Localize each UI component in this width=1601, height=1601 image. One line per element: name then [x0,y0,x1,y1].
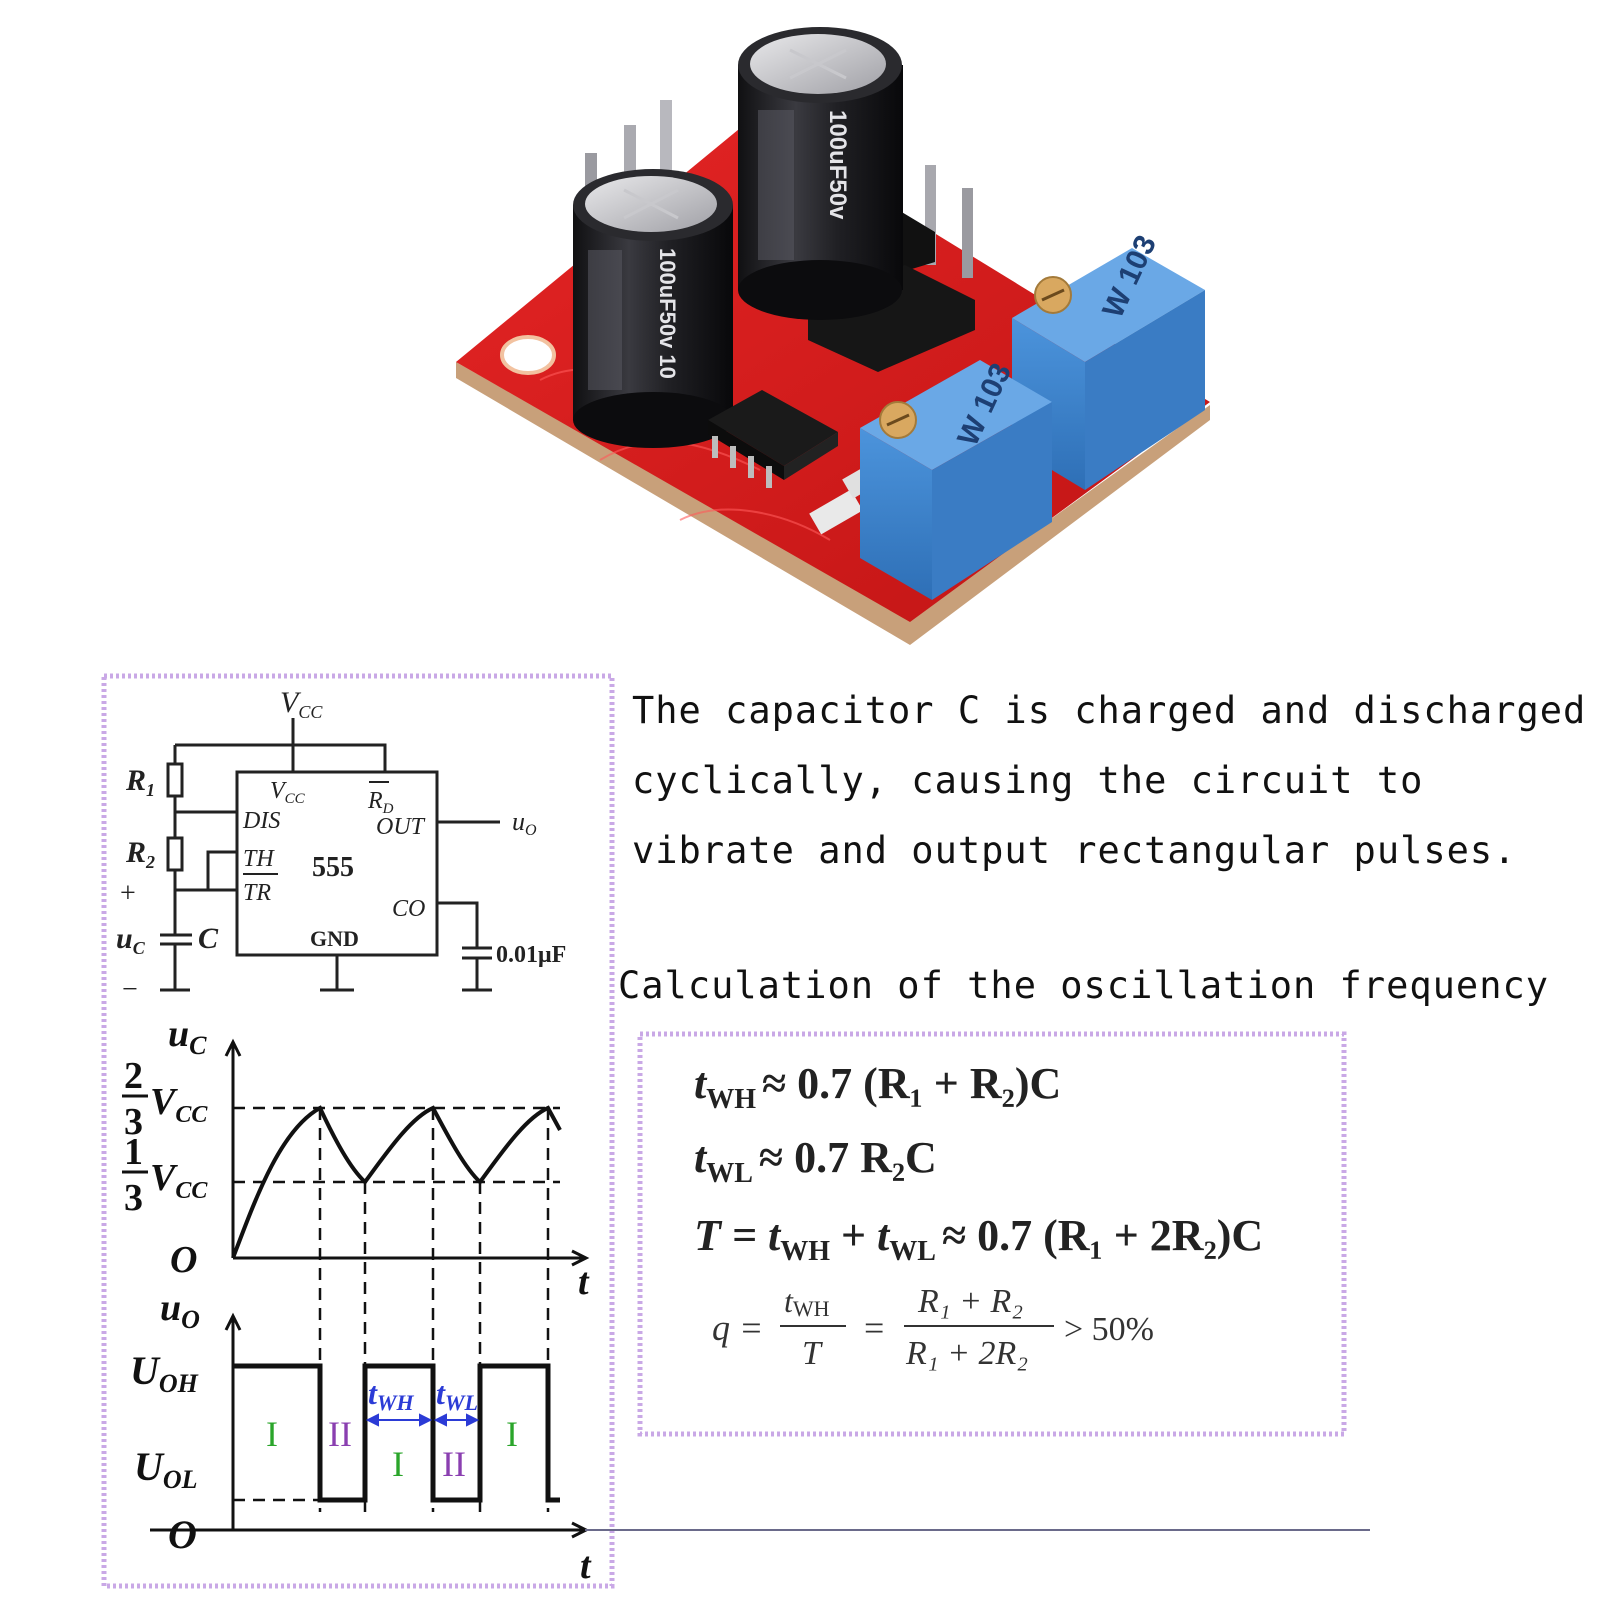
description-line-1: The capacitor C is charged and discharge… [632,689,1587,732]
pin-th-label: TH [243,846,275,872]
chip-555 [708,390,838,488]
out-uo-label: uO [512,807,537,839]
t-axis-upper: t [578,1261,590,1303]
calc-title: Calculation of the oscillation frequency [618,964,1550,1007]
region-i-1: I [266,1414,278,1454]
pin-out-label: OUT [376,814,426,840]
pin-co-label: CO [392,896,425,922]
cap-front-marking: 100uF50v 10 [655,248,680,379]
r1-label: R1 [125,764,155,800]
diagram-frame [101,673,615,1589]
uo-axis-label: uO [160,1287,200,1334]
uc-axis-label: uC [168,1013,207,1060]
uc-curve [231,1105,562,1259]
one-third-den: 3 [124,1177,143,1219]
waveforms: uC 2 3 VCC 1 3 VCC O t [122,1013,592,1587]
origin-upper: O [170,1239,197,1281]
region-i-2: I [392,1444,404,1484]
pin-vcc-label: VCC [270,778,306,807]
capacitor-front: 100uF50v 10 [573,169,733,448]
chip-555-label: 555 [312,852,354,883]
vcc-upper-label: VCC [150,1081,208,1128]
uc-label: uC [116,922,146,958]
duty-cycle-formula: q = tWH T = R₁ + R₂ R₁ + 2R₂ > 50% [712,1283,1154,1372]
q-eq: = [864,1308,884,1348]
q-tail: > 50% [1064,1311,1154,1348]
formula-twh: tWH≈ 0.7 (R₁ + R₂)C [694,1059,1061,1115]
t-axis-lower: t [580,1545,592,1587]
vcc-lower-label: VCC [150,1157,208,1204]
q-lhs: q = [712,1308,763,1348]
mounting-hole [500,335,556,375]
pcb-edge [456,362,1210,645]
minus-label: − [122,974,138,1005]
pin-gnd-label: GND [310,926,359,951]
r2-label: R2 [125,836,155,872]
uol-label: UOL [134,1444,198,1494]
uo-waveform [233,1363,560,1503]
q-num2: R₁ + R₂ [917,1283,1023,1320]
twh-annotation: tWH [368,1375,414,1415]
potentiometer-front: W 103 [860,358,1052,600]
two-thirds-num: 2 [124,1055,143,1097]
description-line-3: vibrate and output rectangular pulses. [632,829,1517,872]
twl-annotation: tWL [436,1375,478,1415]
one-third-num: 1 [124,1131,143,1173]
region-i-3: I [506,1414,518,1454]
capacitor-back: 100uF50v [738,27,903,320]
origin-lower: O [168,1512,197,1557]
plus-label: + [120,878,136,909]
region-ii-1: II [328,1414,352,1454]
formula-period: T = tWH + tWL≈ 0.7 (R₁ + 2R₂)C [694,1211,1263,1267]
c-label: C [198,922,219,955]
cap-back-marking: 100uF50v [824,110,851,220]
description-line-2: cyclically, causing the circuit to [632,759,1424,802]
pin-dis-label: DIS [242,808,280,834]
vcc-top-label: VCC [280,686,323,722]
product-photo: 100uF50v 100uF50v 10 [456,27,1210,645]
formulas: tWH≈ 0.7 (R₁ + R₂)C tWL≈ 0.7 R₂C T = tWH… [694,1059,1263,1267]
co-cap-value: 0.01μF [496,942,566,968]
schematic-labels: VCC R1 R2 + uC C − VCC RD DIS OUT TH 555… [116,686,566,1005]
q-den1: T [802,1335,823,1372]
pin-tr-label: TR [243,880,271,906]
schematic-555 [160,718,500,992]
description: The capacitor C is charged and discharge… [632,676,1592,886]
uoh-label: UOH [130,1348,199,1398]
formula-twl: tWL≈ 0.7 R₂C [694,1133,937,1189]
region-ii-2: II [442,1444,466,1484]
q-num1: tWH [784,1283,830,1321]
pin-rd-label: RD [367,788,394,817]
two-thirds-den: 3 [124,1101,143,1143]
q-den2: R₁ + 2R₂ [905,1335,1028,1372]
